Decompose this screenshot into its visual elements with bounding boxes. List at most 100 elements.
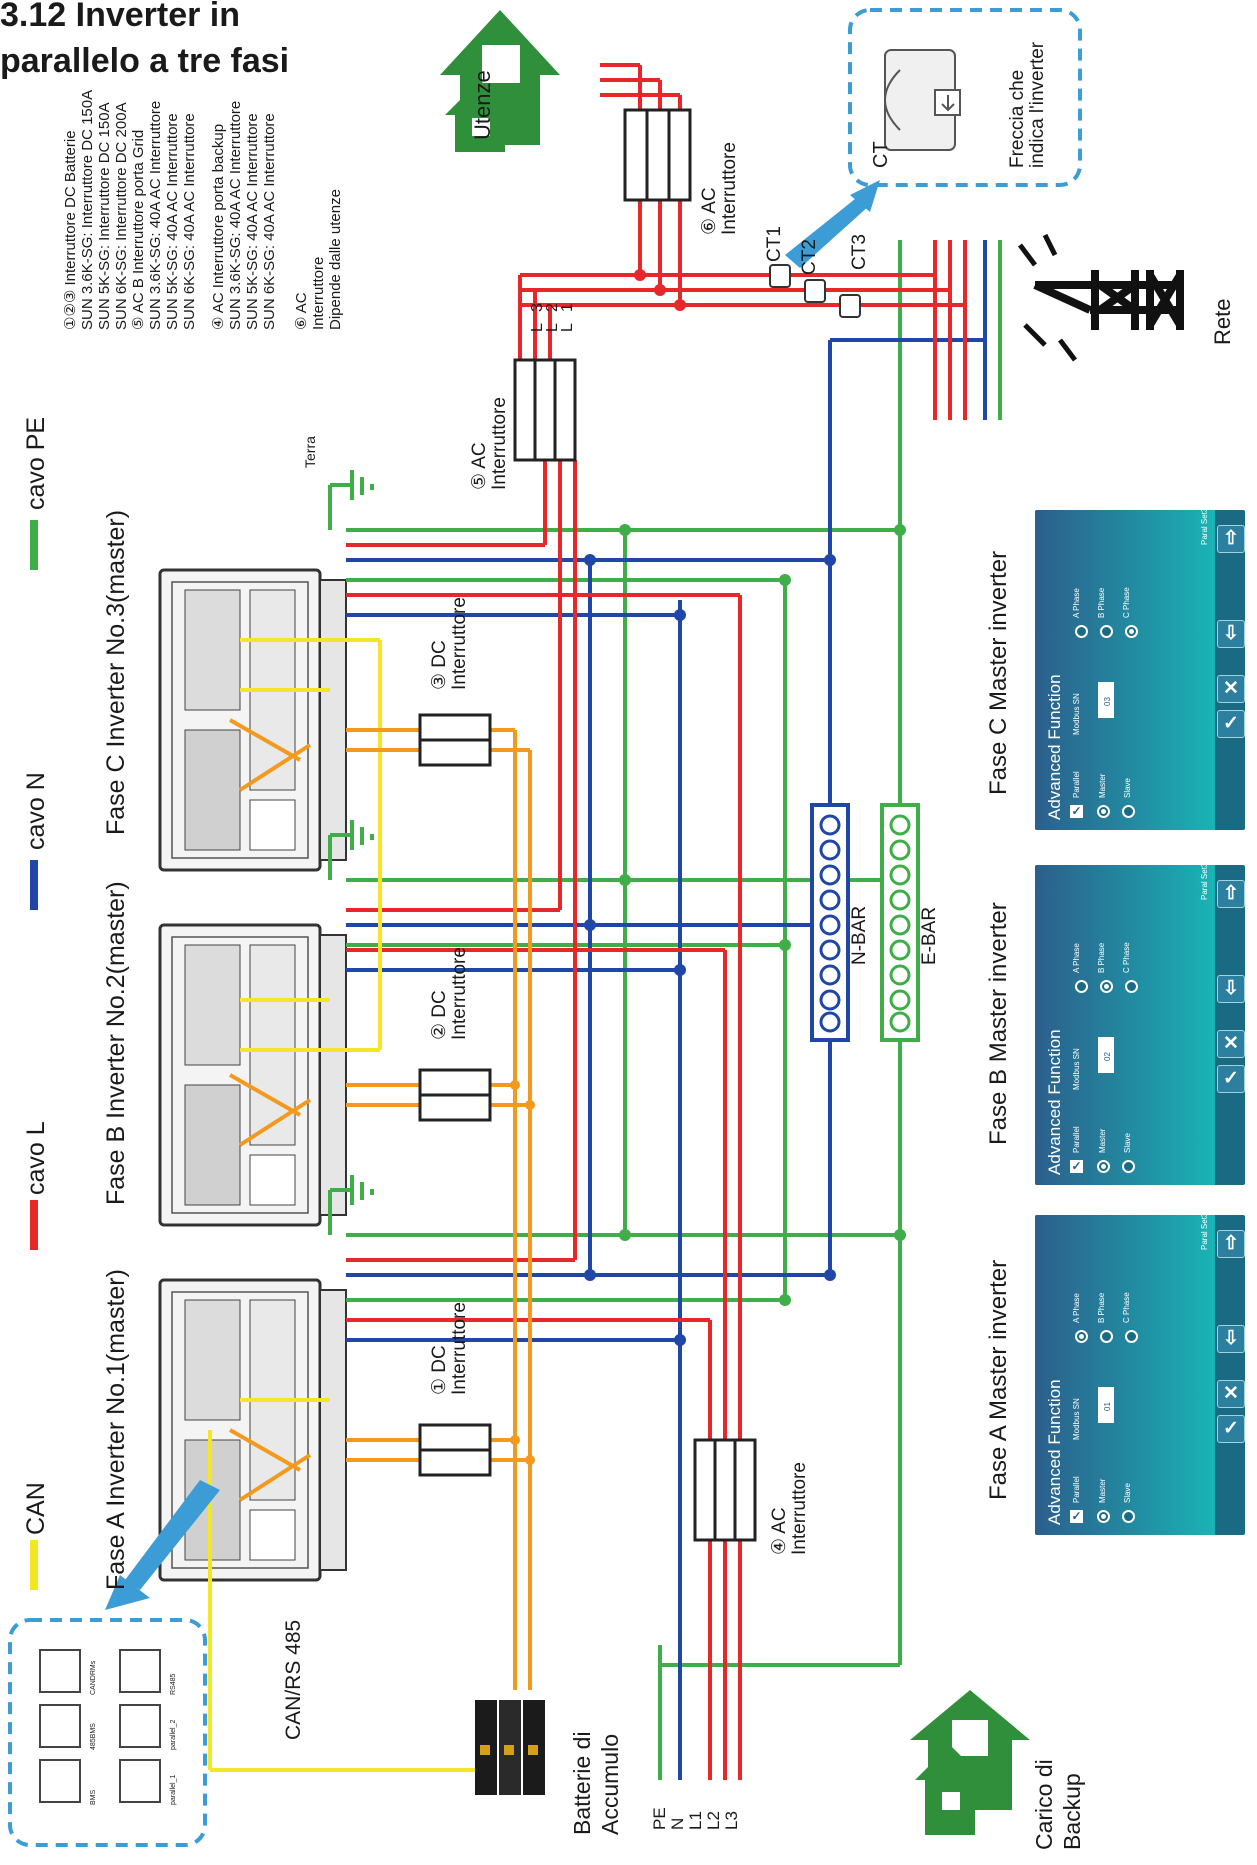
inverter-1-label: Fase A Inverter No.1(master) <box>102 1269 130 1590</box>
pe-junctions <box>619 524 906 1306</box>
cancel-button[interactable]: ✕ <box>1217 1030 1245 1058</box>
panel-c-caption: Fase C Master inverter <box>985 550 1012 795</box>
backup-house-icon <box>910 1690 1030 1835</box>
dc1-label-line: Interruttore <box>449 1302 470 1395</box>
port-label-parallel2: parallel_2 <box>170 1719 177 1750</box>
cancel-button[interactable]: ✕ <box>1217 1380 1245 1408</box>
panel-b-body <box>1035 865 1215 1185</box>
dc-wires <box>229 718 532 1690</box>
up-arrow-button[interactable]: ⇧ <box>1217 525 1245 553</box>
ct-clamps <box>769 264 861 318</box>
parallel-checkbox[interactable]: ✓ <box>1070 1159 1083 1173</box>
up-arrow-button[interactable]: ⇧ <box>1217 880 1245 908</box>
b-phase-label: B Phase <box>1097 1292 1106 1323</box>
b-phase-radio[interactable] <box>1100 1330 1113 1343</box>
dc3-label-line: Interruttore <box>449 597 470 690</box>
can-rs485-label: CAN/RS 485 <box>282 1619 305 1740</box>
panel-a-header: Advanced Function <box>1045 1379 1064 1525</box>
note-line: ⑥ AC <box>293 292 310 330</box>
slave-label: Slave <box>1123 1482 1132 1503</box>
modbus-sn-field[interactable]: 01 <box>1098 1387 1114 1423</box>
modbus-label: Modbus SN <box>1072 1048 1081 1090</box>
panel-a-body <box>1035 1215 1215 1535</box>
grid-line-label: L <box>529 323 546 332</box>
ct-note: Freccia che indica l'inverter <box>1007 42 1048 168</box>
inverter-box-3 <box>158 568 347 872</box>
panel-a-caption: Fase A Master inverter <box>985 1259 1012 1500</box>
confirm-button[interactable]: ✓ <box>1217 1415 1245 1443</box>
a-phase-radio[interactable] <box>1075 1330 1088 1343</box>
a-phase-radio[interactable] <box>1075 980 1088 993</box>
note-dc-breakers: ①②③ Interruttore DC Batterie SUN 3.6K-SG… <box>62 90 130 330</box>
confirm-button[interactable]: ✓ <box>1217 710 1245 738</box>
legend-swatch-n <box>30 860 38 910</box>
l-junctions <box>634 269 686 311</box>
master-radio[interactable] <box>1097 1510 1110 1523</box>
grid-tower-icon <box>1018 233 1184 362</box>
ac5-label-line: ⑤ AC <box>469 442 490 490</box>
b-phase-label: B Phase <box>1097 942 1106 973</box>
dc2-label-line: Interruttore <box>449 947 470 1040</box>
grid-line-label: 3 <box>529 303 546 312</box>
modbus-sn-field[interactable]: 02 <box>1098 1037 1114 1073</box>
slave-radio[interactable] <box>1122 1160 1135 1173</box>
a-phase-radio[interactable] <box>1075 625 1088 638</box>
slave-radio[interactable] <box>1122 1510 1135 1523</box>
note-line: Interruttore <box>310 256 327 330</box>
set3-text: Set3 <box>1200 510 1209 525</box>
backup-line-label: L1 <box>686 1811 705 1830</box>
down-arrow-button[interactable]: ⇩ <box>1217 1325 1245 1353</box>
paral-text: Paral <box>1200 881 1209 900</box>
note-utenze-breaker: ⑥ AC Interruttore Dipende dalle utenze <box>293 189 344 330</box>
port-label-rs485: RS485 <box>170 1673 177 1695</box>
parallel-checkbox[interactable]: ✓ <box>1070 1509 1083 1523</box>
slave-radio[interactable] <box>1122 805 1135 818</box>
master-radio[interactable] <box>1097 1160 1110 1173</box>
n-bar <box>810 803 850 1042</box>
ct-clamp-icon <box>884 49 961 151</box>
inverter-box-2 <box>158 923 347 1227</box>
modbus-sn-field[interactable]: 03 <box>1098 682 1114 718</box>
modbus-label: Modbus SN <box>1072 1398 1081 1440</box>
cancel-button[interactable]: ✕ <box>1217 675 1245 703</box>
parallel-checkbox[interactable]: ✓ <box>1070 804 1083 818</box>
dc1-label-line: ① DC <box>429 1345 450 1395</box>
battery-icon <box>475 1700 545 1795</box>
backup-load-label-line: Carico di <box>1031 1759 1057 1850</box>
dc2-label: ② DC Interruttore <box>429 947 470 1040</box>
ac6-label-line: Interruttore <box>719 142 740 235</box>
port-label-candrms: CANDRMs <box>90 1660 97 1695</box>
c-phase-radio[interactable] <box>1125 1330 1138 1343</box>
master-label: Master <box>1098 1128 1107 1153</box>
up-arrow-button[interactable]: ⇧ <box>1217 1230 1245 1258</box>
slave-label: Slave <box>1123 777 1132 798</box>
master-radio[interactable] <box>1097 805 1110 818</box>
ct1-label: CT1 <box>764 226 785 262</box>
b-phase-radio[interactable] <box>1100 625 1113 638</box>
port-label-485bms: 485BMS <box>90 1723 97 1750</box>
b-phase-radio[interactable] <box>1100 980 1113 993</box>
paral-text: Paral <box>1200 1231 1209 1250</box>
note-line: Dipende dalle utenze <box>327 189 344 330</box>
down-arrow-button[interactable]: ⇩ <box>1217 620 1245 648</box>
terra-label: Terra <box>302 436 318 468</box>
legend-label-can: CAN <box>22 1482 50 1535</box>
c-phase-radio[interactable] <box>1125 980 1138 993</box>
note-line: SUN 5K-SG: 40A AC Interruttore <box>164 113 181 330</box>
set3-text: Set3 <box>1200 865 1209 880</box>
legend-label-n: cavo N <box>22 772 50 850</box>
dc3-label: ③ DC Interruttore <box>429 597 470 690</box>
note-line: ①②③ Interruttore DC Batterie <box>62 130 79 330</box>
page-title-line1: 3.12 Inverter in <box>0 0 241 34</box>
dc-junctions <box>510 1080 535 1465</box>
confirm-button[interactable]: ✓ <box>1217 1065 1245 1093</box>
slave-label: Slave <box>1123 1132 1132 1153</box>
master-label: Master <box>1098 773 1107 798</box>
down-arrow-button[interactable]: ⇩ <box>1217 975 1245 1003</box>
panel-c-header: Advanced Function <box>1045 674 1064 820</box>
c-phase-radio[interactable] <box>1125 625 1138 638</box>
master-label: Master <box>1098 1478 1107 1503</box>
e-bar <box>880 803 920 1042</box>
ct-note-line: Freccia che <box>1007 69 1028 168</box>
